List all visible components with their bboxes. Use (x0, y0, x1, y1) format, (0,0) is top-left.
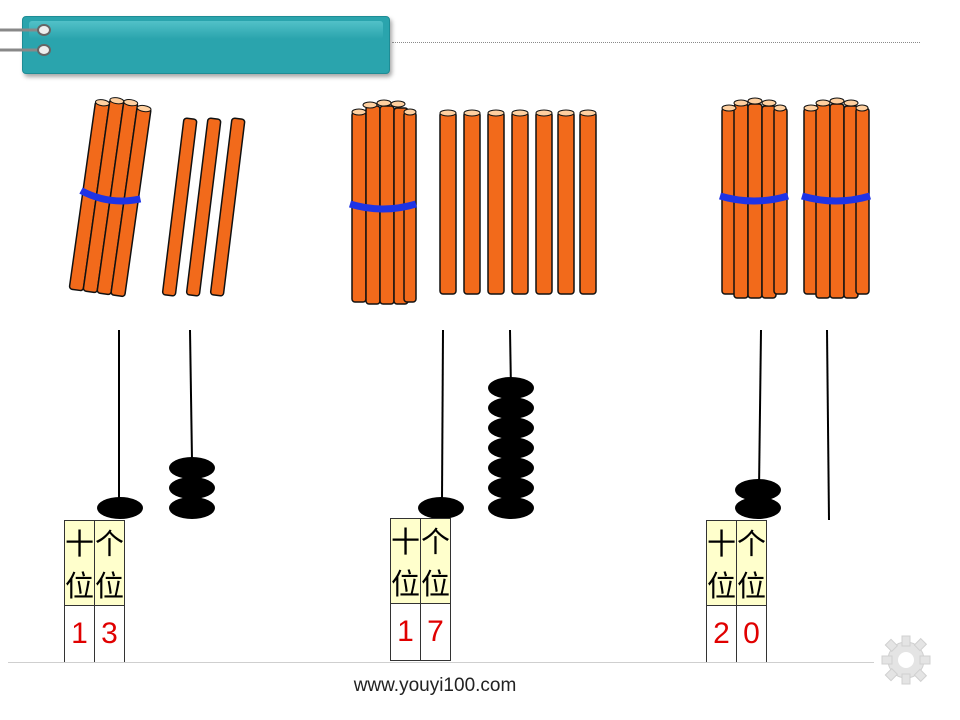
stick-bundle (801, 97, 871, 299)
gear-icon (881, 635, 931, 685)
ones-digit: 7 (420, 603, 452, 661)
place-value-table: 十位 个位 1 3 (63, 520, 126, 663)
tens-bead (735, 497, 781, 519)
footer-url: www.youyi100.com (353, 675, 517, 696)
tens-digit: 1 (63, 605, 96, 663)
tens-digit: 1 (389, 603, 422, 661)
ones-bead (488, 477, 534, 499)
ones-digit: 3 (94, 605, 126, 663)
loose-sticks (161, 117, 246, 297)
footer-divider (8, 662, 874, 663)
sticks-illustration-13 (68, 97, 246, 298)
ones-bead (488, 437, 534, 459)
ones-header: 个位 (420, 518, 452, 604)
ones-bead (488, 417, 534, 439)
tens-header: 十位 (63, 520, 96, 606)
ones-bead (488, 397, 534, 419)
ones-bead (169, 457, 215, 479)
tens-bead (735, 479, 781, 501)
loose-sticks (439, 109, 597, 295)
tens-bead (418, 497, 464, 519)
ones-header: 个位 (736, 520, 768, 606)
ones-bead (488, 457, 534, 479)
place-value-table: 十位 个位 2 0 (705, 520, 768, 663)
stick-bundle (719, 97, 789, 299)
sticks-illustration-20 (719, 97, 871, 299)
stick-bundle (68, 97, 152, 298)
title-bar (22, 16, 390, 74)
tens-header: 十位 (389, 518, 422, 604)
sticks-illustration-17 (348, 99, 597, 305)
ones-header: 个位 (94, 520, 126, 606)
tens-digit: 2 (705, 605, 738, 663)
ones-bead (169, 497, 215, 519)
ones-digit: 0 (736, 605, 768, 663)
ones-bead (169, 477, 215, 499)
ones-bead (488, 377, 534, 399)
tens-bead (97, 497, 143, 519)
header-divider (392, 42, 920, 43)
stick-bundle (348, 99, 418, 305)
ones-bead (488, 497, 534, 519)
tens-header: 十位 (705, 520, 738, 606)
place-value-table: 十位 个位 1 7 (389, 518, 452, 661)
binder-rings-icon (0, 24, 51, 56)
